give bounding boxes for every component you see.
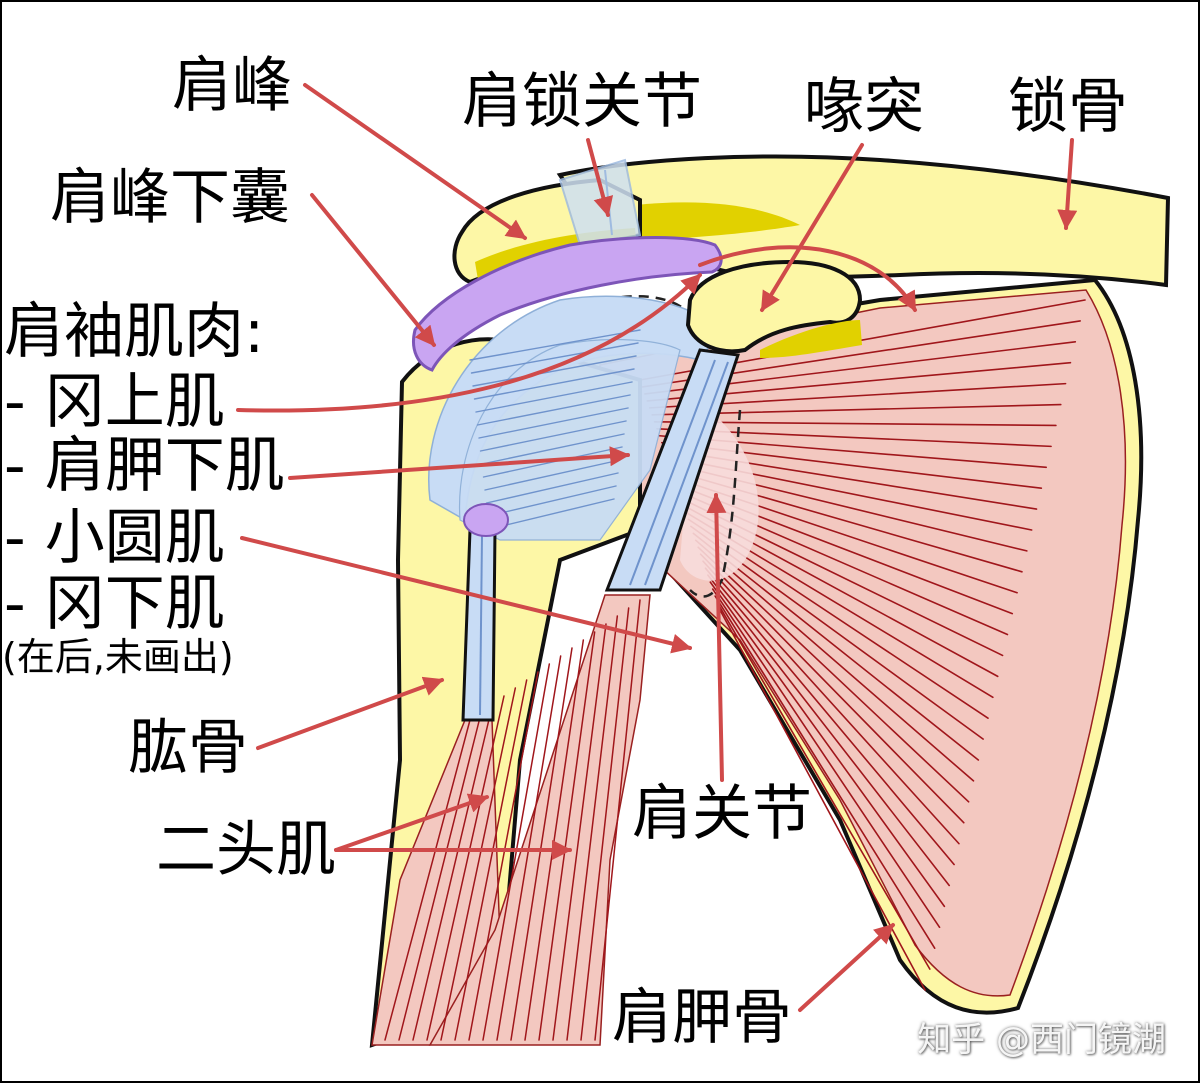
muscle-fiber (580, 607, 630, 1041)
muscle-fiber (412, 703, 494, 1041)
label-humerus: 肱骨 (128, 713, 248, 783)
label-acromion: 肩峰 (172, 51, 292, 121)
muscle-fiber (699, 553, 965, 824)
intertubercular-bursa (463, 503, 509, 537)
muscle-fiber (454, 679, 528, 1041)
label-ac-joint: 肩锁关节 (462, 67, 702, 137)
leader-teres-minor (240, 536, 692, 654)
muscle-fiber (704, 567, 955, 866)
label-infraspinatus-note: (在后,未画出) (2, 635, 234, 679)
tendon-fiber (485, 472, 619, 504)
tendon-fiber (472, 355, 637, 387)
muscle-fiber (426, 695, 505, 1041)
tendon-fiber (488, 498, 615, 530)
leader-coracoid (760, 143, 864, 312)
tendon-fiber (470, 342, 639, 374)
label-shoulder-joint: 肩关节 (632, 779, 812, 849)
leader-biceps-long (334, 793, 489, 852)
muscle-fiber (711, 588, 941, 929)
leader-shoulder-joint (706, 493, 727, 782)
leader-humerus (256, 676, 444, 750)
humeral-head-tendon-sheet (458, 338, 681, 541)
leader-ac-joint (586, 138, 614, 217)
leader-clavicle (1057, 138, 1078, 230)
muscle-fiber (510, 647, 573, 1041)
muscle-fiber (697, 546, 970, 803)
tendon-fiber (473, 368, 635, 400)
muscle-fiber (440, 687, 517, 1041)
label-teres-minor: - 小圆肌 (4, 503, 225, 573)
leader-lines (236, 83, 1078, 1012)
muscle-fiber (716, 602, 931, 970)
muscle-fiber (694, 539, 975, 782)
tendon-fiber (475, 381, 633, 413)
label-coracoid: 喙突 (804, 72, 924, 142)
tendon-fiber (476, 394, 631, 426)
leader-acromion (303, 83, 527, 240)
muscle-fiber (468, 671, 539, 1041)
leader-supraspinatus-arc (698, 245, 917, 312)
label-clavicle: 锁骨 (1008, 72, 1128, 142)
joint-dashed-outline (689, 409, 742, 598)
clavicle-shadow (612, 202, 800, 240)
long-head-tendon-line (479, 534, 483, 716)
coracoid-shadow (760, 320, 862, 358)
leader-bursa (310, 193, 436, 347)
muscle-fiber (566, 615, 619, 1041)
tendon-fiber (487, 485, 617, 517)
muscle-fiber (714, 595, 936, 949)
label-supraspinatus: - 冈上肌 (4, 367, 225, 437)
label-biceps: 二头肌 (156, 815, 336, 885)
muscle-fiber (384, 719, 471, 1041)
leader-supraspinatus (236, 273, 702, 413)
tendon-fiber (481, 433, 625, 465)
muscle-fiber (398, 711, 483, 1041)
short-head-tendon-line-2 (644, 361, 729, 586)
biceps-long-head-tendon (461, 528, 497, 722)
label-infraspinatus: - 冈下肌 (4, 569, 225, 639)
muscle-fiber (552, 623, 607, 1041)
muscle-fiber (692, 532, 980, 761)
watermark: 知乎 @西门镜湖 (917, 1020, 1166, 1060)
label-subscapularis: - 肩胛下肌 (4, 431, 285, 501)
label-subacromial-bursa: 肩峰下囊 (50, 163, 290, 233)
tendon-fiber (484, 459, 621, 491)
tendon-fibers (469, 329, 641, 530)
muscle-fiber (707, 574, 951, 887)
tendon-fiber (479, 420, 627, 452)
subacromial-bursa (412, 236, 723, 372)
leader-subscapularis (288, 446, 630, 480)
label-scapula: 肩胛骨 (612, 983, 792, 1053)
muscle-fiber (709, 581, 946, 908)
tendon-fiber (478, 407, 629, 439)
muscle-fiber (594, 599, 641, 1041)
biceps-fibers (384, 599, 641, 1041)
label-rotator-cuff: 肩袖肌肉: (4, 297, 265, 367)
leader-scapula (798, 923, 895, 1012)
tendon-fiber (469, 329, 641, 361)
short-head-tendon-line-1 (629, 359, 716, 586)
muscle-fiber (538, 631, 596, 1041)
muscle-fiber (702, 560, 960, 845)
